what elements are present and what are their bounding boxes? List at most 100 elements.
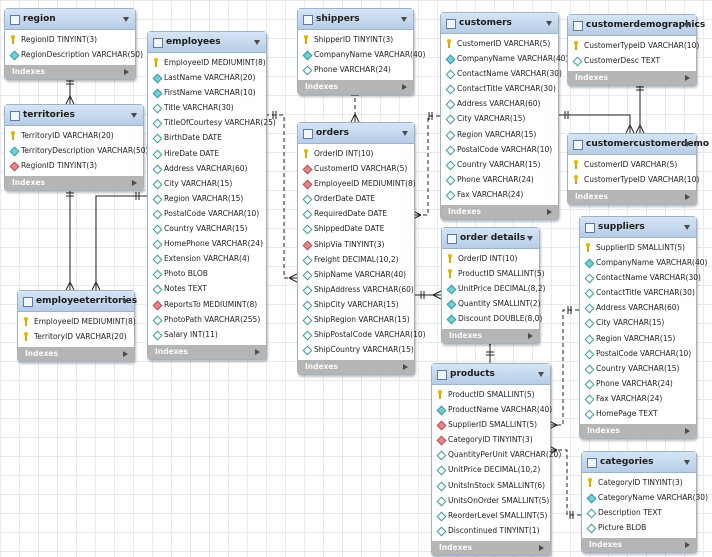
collapse-arrow-icon[interactable]	[684, 23, 690, 28]
expand-arrow-icon[interactable]	[403, 364, 408, 371]
column-row[interactable]: OrderID INT(10)	[442, 251, 539, 266]
column-row[interactable]: CompanyName VARCHAR(40)	[580, 255, 707, 270]
collapse-arrow-icon[interactable]	[123, 17, 129, 22]
column-row[interactable]: Region VARCHAR(15)	[441, 127, 558, 142]
column-row[interactable]: Phone VARCHAR(24)	[441, 172, 558, 187]
column-row[interactable]: PostalCode VARCHAR(10)	[441, 142, 558, 157]
relationship-suppliers-products[interactable]	[549, 309, 579, 426]
column-row[interactable]: UnitPrice DECIMAL(10,2)	[432, 462, 550, 477]
relationship-customers-customercustomerdemo[interactable]	[557, 114, 631, 133]
collapse-arrow-icon[interactable]	[538, 372, 544, 377]
column-row[interactable]: UnitsInStock SMALLINT(6)	[432, 478, 550, 493]
column-row[interactable]: Discontinued TINYINT(1)	[432, 523, 550, 538]
expand-arrow-icon[interactable]	[123, 351, 128, 358]
indexes-section[interactable]: Indexes	[568, 190, 696, 205]
column-row[interactable]: Fax VARCHAR(24)	[580, 391, 696, 406]
column-row[interactable]: RegionDescription VARCHAR(50)	[5, 47, 143, 62]
column-row[interactable]: City VARCHAR(15)	[148, 176, 266, 191]
table-header[interactable]: shippers	[298, 9, 413, 30]
expand-arrow-icon[interactable]	[685, 542, 690, 549]
table-header[interactable]: products	[432, 364, 550, 385]
column-row[interactable]: TerritoryID VARCHAR(20)	[5, 128, 143, 143]
column-row[interactable]: EmployeeID MEDIUMINT(8)	[148, 55, 266, 70]
relationship-customers-orders[interactable]	[413, 115, 440, 216]
column-row[interactable]: CustomerID VARCHAR(5)	[298, 161, 414, 176]
column-row[interactable]: Notes TEXT	[148, 281, 266, 296]
column-row[interactable]: ShipCity VARCHAR(15)	[298, 297, 414, 312]
indexes-section[interactable]: Indexes	[18, 347, 134, 362]
column-row[interactable]: Salary INT(11)	[148, 327, 266, 342]
column-row[interactable]: ShipName VARCHAR(40)	[298, 267, 414, 282]
column-row[interactable]: EmployeeID MEDIUMINT(8)	[298, 176, 416, 191]
column-row[interactable]: RegionID TINYINT(3)	[5, 32, 135, 47]
column-row[interactable]: CategoryName VARCHAR(30)	[582, 490, 708, 505]
column-row[interactable]: SupplierID SMALLINT(5)	[580, 240, 696, 255]
table-header[interactable]: customercustomerdemo	[568, 134, 709, 155]
column-row[interactable]: Region VARCHAR(15)	[580, 331, 696, 346]
table-header[interactable]: order details	[442, 228, 539, 249]
indexes-section[interactable]: Indexes	[5, 176, 143, 191]
collapse-arrow-icon[interactable]	[131, 113, 137, 118]
expand-arrow-icon[interactable]	[685, 428, 690, 435]
column-row[interactable]: HireDate DATE	[148, 146, 266, 161]
collapse-arrow-icon[interactable]	[402, 131, 408, 136]
table-header[interactable]: employeeterritories	[18, 291, 137, 312]
column-row[interactable]: Freight DECIMAL(10,2)	[298, 252, 414, 267]
column-row[interactable]: OrderDate DATE	[298, 191, 414, 206]
collapse-arrow-icon[interactable]	[684, 460, 690, 465]
column-row[interactable]: TitleOfCourtesy VARCHAR(25)	[148, 115, 276, 130]
indexes-section[interactable]: Indexes	[5, 65, 135, 80]
collapse-arrow-icon[interactable]	[546, 21, 552, 26]
column-row[interactable]: Phone VARCHAR(24)	[298, 62, 413, 77]
indexes-section[interactable]: Indexes	[441, 205, 558, 220]
indexes-section[interactable]: Indexes	[432, 540, 550, 555]
column-row[interactable]: CustomerTypeID VARCHAR(10)	[568, 172, 699, 187]
expand-arrow-icon[interactable]	[685, 194, 690, 201]
column-row[interactable]: ShippedDate DATE	[298, 221, 414, 236]
column-row[interactable]: TerritoryDescription VARCHAR(50)	[5, 143, 148, 158]
column-row[interactable]: SupplierID SMALLINT(5)	[432, 417, 550, 432]
column-row[interactable]: Region VARCHAR(15)	[148, 191, 266, 206]
column-row[interactable]: PostalCode VARCHAR(10)	[580, 346, 696, 361]
column-row[interactable]: ContactName VARCHAR(30)	[441, 66, 562, 81]
column-row[interactable]: Fax VARCHAR(24)	[441, 187, 558, 202]
column-row[interactable]: BirthDate DATE	[148, 130, 266, 145]
expand-arrow-icon[interactable]	[528, 333, 533, 340]
indexes-section[interactable]: Indexes	[298, 80, 413, 95]
collapse-arrow-icon[interactable]	[122, 299, 128, 304]
column-row[interactable]: City VARCHAR(15)	[580, 315, 696, 330]
column-row[interactable]: ReorderLevel SMALLINT(5)	[432, 508, 550, 523]
column-row[interactable]: ProductID SMALLINT(5)	[442, 266, 545, 281]
relationship-employees-orders[interactable]	[265, 114, 297, 279]
collapse-arrow-icon[interactable]	[684, 142, 690, 147]
column-row[interactable]: OrderID INT(10)	[298, 146, 414, 161]
column-row[interactable]: HomePage TEXT	[580, 406, 696, 421]
expand-arrow-icon[interactable]	[255, 348, 260, 355]
indexes-section[interactable]: Indexes	[298, 360, 414, 375]
indexes-section[interactable]: Indexes	[148, 344, 266, 359]
column-row[interactable]: RegionID TINYINT(3)	[5, 158, 143, 173]
column-row[interactable]: QuantityPerUnit VARCHAR(20)	[432, 447, 561, 462]
expand-arrow-icon[interactable]	[124, 69, 129, 76]
column-row[interactable]: Address VARCHAR(60)	[441, 96, 558, 111]
column-row[interactable]: Country VARCHAR(15)	[148, 221, 266, 236]
column-row[interactable]: Photo BLOB	[148, 266, 266, 281]
column-row[interactable]: EmployeeID MEDIUMINT(8)	[18, 314, 136, 329]
column-row[interactable]: ShipperID TINYINT(3)	[298, 32, 413, 47]
column-row[interactable]: Country VARCHAR(15)	[441, 157, 558, 172]
column-row[interactable]: ContactTitle VARCHAR(30)	[441, 81, 558, 96]
column-row[interactable]: ProductName VARCHAR(40)	[432, 402, 552, 417]
column-row[interactable]: PostalCode VARCHAR(10)	[148, 206, 266, 221]
column-row[interactable]: CategoryID TINYINT(3)	[432, 432, 550, 447]
expand-arrow-icon[interactable]	[685, 75, 690, 82]
column-row[interactable]: CustomerID VARCHAR(5)	[441, 36, 558, 51]
